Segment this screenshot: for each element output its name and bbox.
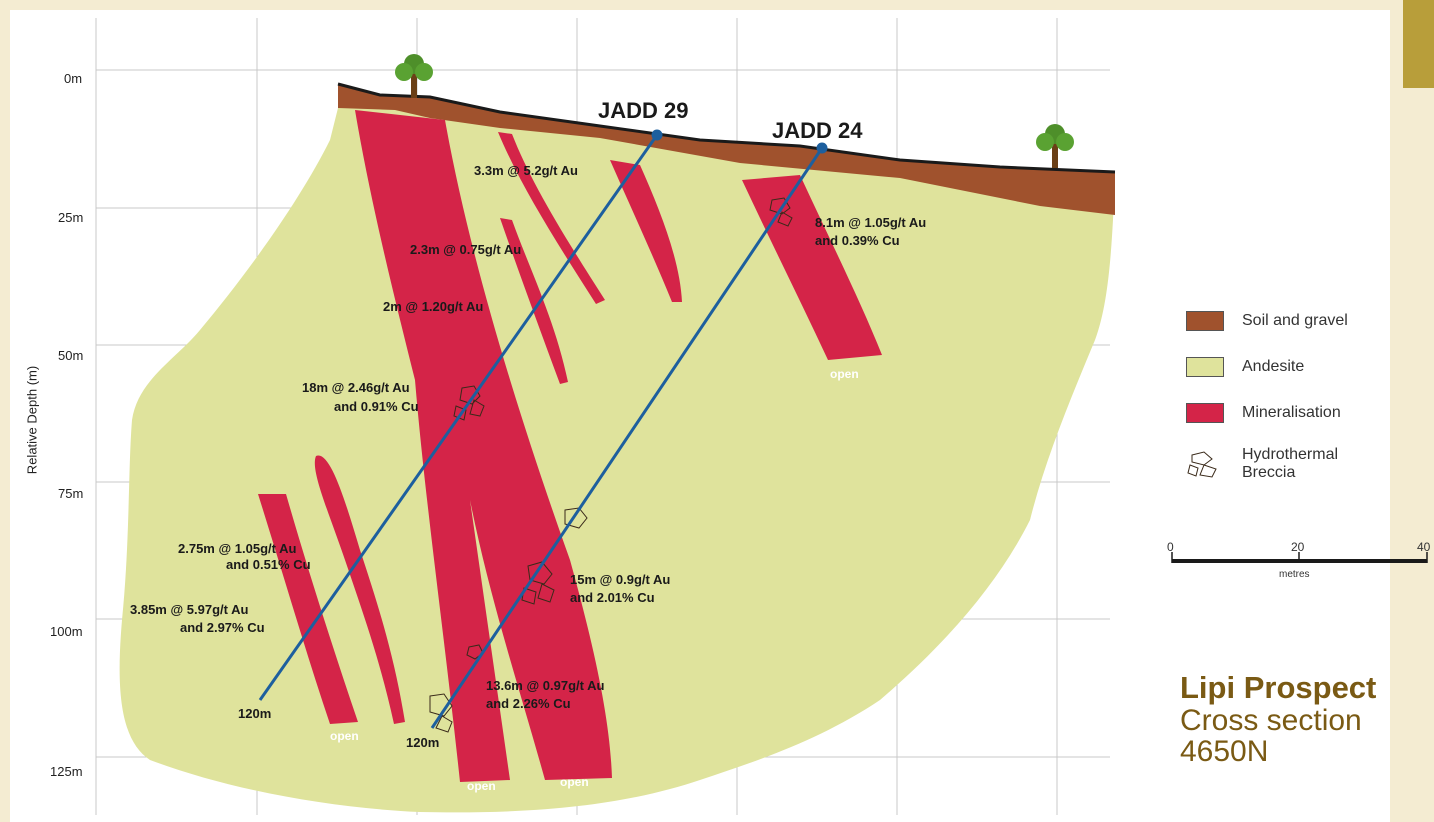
mineralisation-zones: [258, 110, 882, 782]
scale-tick-0: 0: [1167, 540, 1174, 554]
hole-labels: JADD 29 JADD 24: [598, 98, 863, 143]
legend-item-mineralisation: Mineralisation: [1186, 390, 1382, 436]
mineralisation-swatch: [1186, 403, 1224, 423]
corner-tab: [1403, 0, 1434, 88]
hole-end-label-jadd24: 120m: [406, 735, 439, 750]
intercept-label: and 0.91% Cu: [334, 399, 419, 414]
hole-end-labels: 120m 120m: [238, 706, 439, 750]
intercept-labels: 3.3m @ 5.2g/t Au 2.3m @ 0.75g/t Au 2m @ …: [130, 163, 926, 711]
breccia-icon: [1187, 451, 1217, 478]
hole-end-label-jadd29: 120m: [238, 706, 271, 721]
collar-jadd24: [816, 142, 828, 154]
legend-item-soil: Soil and gravel: [1186, 298, 1382, 344]
legend-label-breccia: Hydrothermal Breccia: [1242, 446, 1339, 481]
figure-subtitle-line2: 4650N: [1180, 735, 1269, 769]
tree-icon: [395, 54, 433, 98]
intercept-label: and 0.51% Cu: [226, 557, 311, 572]
intercept-label: 13.6m @ 0.97g/t Au: [486, 678, 604, 693]
drillhole-jadd24: [430, 147, 824, 729]
scale-unit: metres: [1279, 569, 1310, 580]
open-labels: open open open open: [330, 367, 859, 793]
lode-upper-2: [610, 160, 682, 302]
legend-label-mineralisation: Mineralisation: [1242, 404, 1341, 422]
intercept-label: and 2.01% Cu: [570, 590, 655, 605]
breccia-icon: [521, 561, 555, 605]
breccia-icon: [429, 693, 453, 733]
depth-tick-125m: 125m: [50, 764, 83, 779]
intercept-label: 8.1m @ 1.05g/t Au: [815, 215, 926, 230]
intercept-label: and 2.26% Cu: [486, 696, 571, 711]
scale-tick-20: 20: [1291, 540, 1305, 554]
figure-subtitle-line1: Cross section: [1180, 703, 1362, 737]
andesite-body: [119, 100, 1115, 813]
depth-tick-25m: 25m: [58, 210, 83, 225]
intercept-label: and 0.39% Cu: [815, 233, 900, 248]
scale-tick-40: 40: [1417, 540, 1431, 554]
intercept-label: 2.3m @ 0.75g/t Au: [410, 242, 521, 257]
scale-bar: 0 20 40 metres: [1167, 540, 1431, 580]
hole-label-jadd24: JADD 24: [772, 118, 863, 143]
lode-upper-1: [498, 132, 605, 304]
lode-west-2: [314, 455, 405, 724]
drillholes: [258, 129, 828, 729]
depth-tick-75m: 75m: [58, 486, 83, 501]
lode-west-1: [258, 494, 358, 724]
open-label-main-west: open: [467, 779, 496, 793]
depth-tick-0m: 0m: [64, 71, 82, 86]
intercept-label: and 2.97% Cu: [180, 620, 265, 635]
open-label-main-east: open: [560, 775, 589, 789]
intercept-label: 15m @ 0.9g/t Au: [570, 572, 670, 587]
breccia-icon: [453, 385, 485, 421]
legend-item-andesite: Andesite: [1186, 344, 1382, 390]
open-label-west: open: [330, 729, 359, 743]
soil-swatch: [1186, 311, 1224, 331]
depth-tick-50m: 50m: [58, 348, 83, 363]
depth-tick-labels: 0m 25m 50m 75m 100m 125m: [50, 71, 83, 779]
andesite-swatch: [1186, 357, 1224, 377]
intercept-label: 2m @ 1.20g/t Au: [383, 299, 483, 314]
lode-mid: [500, 218, 568, 384]
legend-label-andesite: Andesite: [1242, 358, 1305, 376]
open-label-east: open: [830, 367, 859, 381]
breccia-icon: [769, 197, 793, 227]
lode-east: [742, 175, 882, 360]
breccia-icon: [564, 507, 588, 529]
ground-surface-line: [337, 82, 1116, 174]
collar-jadd29: [651, 129, 663, 141]
intercept-label: 2.75m @ 1.05g/t Au: [178, 541, 296, 556]
legend-item-breccia: Hydrothermal Breccia: [1186, 436, 1382, 492]
legend-label-soil: Soil and gravel: [1242, 312, 1348, 330]
intercept-label: 3.85m @ 5.97g/t Au: [130, 602, 248, 617]
intercept-label: 3.3m @ 5.2g/t Au: [474, 163, 578, 178]
figure-title-block: Lipi Prospect Cross section 4650N: [1180, 670, 1377, 769]
depth-tick-100m: 100m: [50, 624, 83, 639]
main-lode: [355, 110, 612, 782]
figure-title: Lipi Prospect: [1180, 670, 1377, 705]
hole-label-jadd29: JADD 29: [598, 98, 688, 123]
legend: Soil and gravel Andesite Mineralisation …: [1186, 298, 1382, 492]
tree-icon: [1036, 124, 1074, 168]
drillhole-jadd29: [258, 134, 659, 701]
intercept-label: 18m @ 2.46g/t Au: [302, 380, 410, 395]
y-axis-title: Relative Depth (m): [24, 365, 40, 475]
